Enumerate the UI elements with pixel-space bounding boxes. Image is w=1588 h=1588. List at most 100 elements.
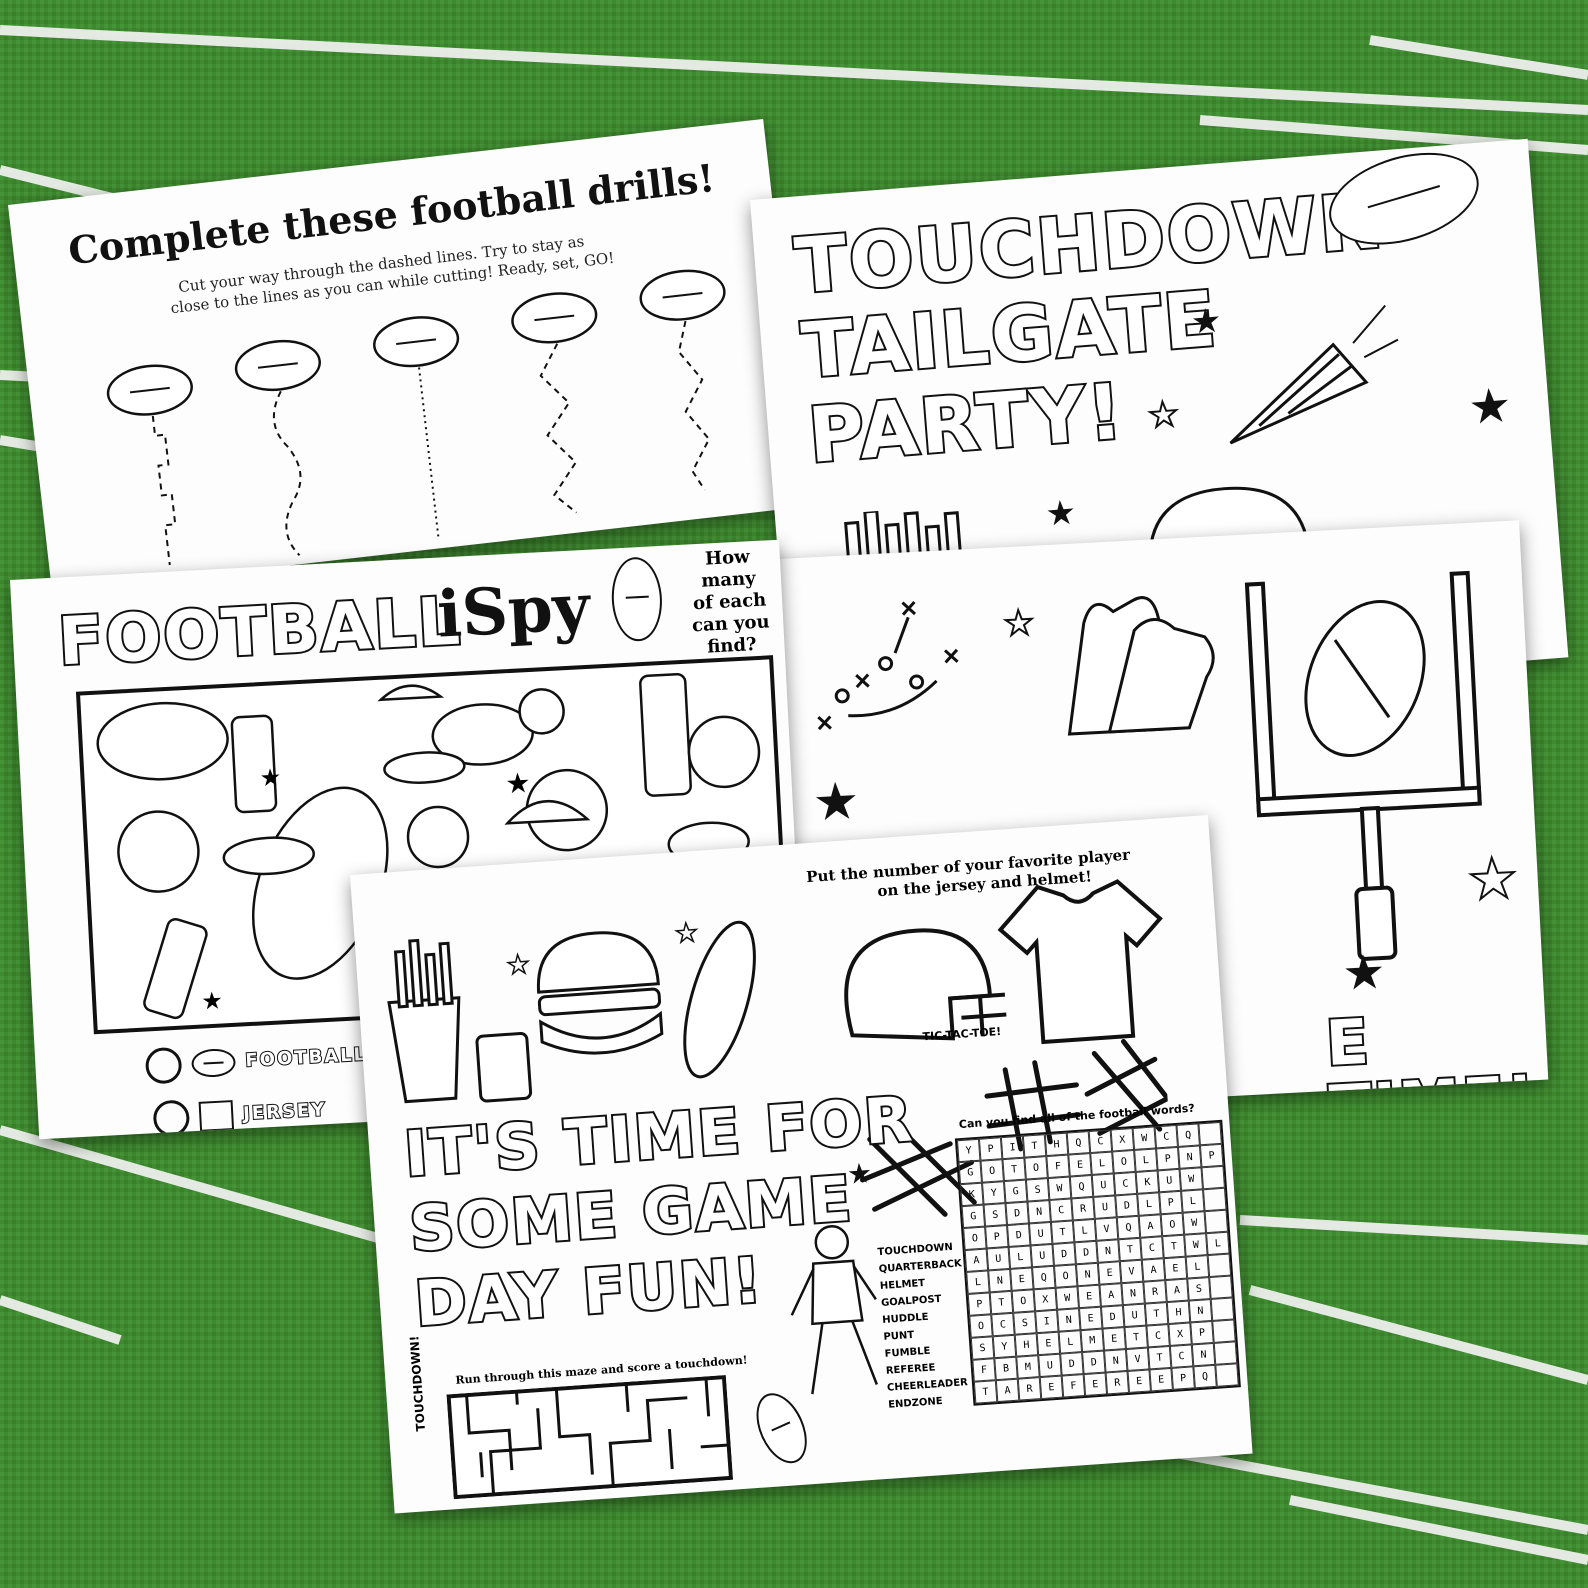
wordsearch-cell[interactable] xyxy=(1215,1363,1239,1387)
wordsearch-cell[interactable] xyxy=(1209,1275,1233,1299)
wordsearch-cell[interactable]: P xyxy=(1156,1146,1180,1171)
wordsearch-cell[interactable]: U xyxy=(986,1246,1011,1271)
wordsearch-cell[interactable]: O xyxy=(980,1159,1004,1183)
wordsearch-cell[interactable]: C xyxy=(1169,1344,1194,1368)
wordsearch-cell[interactable]: M xyxy=(1080,1328,1105,1353)
wordsearch-cell[interactable]: A xyxy=(995,1378,1020,1403)
wordsearch-cell[interactable]: T xyxy=(1118,1237,1142,1262)
wordsearch-cell[interactable]: W xyxy=(1182,1211,1207,1235)
checkbox-circle[interactable] xyxy=(144,1046,183,1085)
wordsearch-cell[interactable]: L xyxy=(966,1270,990,1294)
wordsearch-cell[interactable]: E xyxy=(1149,1367,1173,1392)
wordsearch-cell[interactable]: N xyxy=(1057,1308,1081,1332)
wordsearch-cell[interactable]: U xyxy=(1038,1353,1062,1378)
wordsearch-cell[interactable]: O xyxy=(969,1314,993,1338)
wordsearch-cell[interactable]: L xyxy=(1206,1231,1230,1256)
wordsearch-cell[interactable]: E xyxy=(1039,1375,1064,1400)
wordsearch-cell[interactable]: T xyxy=(973,1380,998,1404)
wordsearch-cell[interactable]: C xyxy=(1088,1129,1113,1154)
wordsearch-cell[interactable]: L xyxy=(1134,1148,1158,1172)
wordsearch-cell[interactable]: F xyxy=(1061,1374,1086,1398)
wordsearch-cell[interactable]: P xyxy=(967,1292,992,1316)
wordsearch-cell[interactable]: E xyxy=(1102,1327,1126,1351)
wordsearch-cell[interactable]: U xyxy=(1028,1221,1053,1246)
wordsearch-cell[interactable]: E xyxy=(1127,1369,1151,1393)
wordsearch-cell[interactable]: N xyxy=(1188,1298,1213,1323)
wordsearch-cell[interactable]: C xyxy=(1154,1124,1178,1149)
wordsearch-cell[interactable]: I xyxy=(1035,1309,1059,1334)
wordsearch-cell[interactable]: Q xyxy=(1069,1174,1094,1199)
wordsearch-cell[interactable]: V xyxy=(1125,1347,1150,1371)
wordsearch-cell[interactable]: A xyxy=(1099,1283,1123,1307)
wordsearch-cell[interactable]: A xyxy=(964,1248,989,1272)
wordsearch-cell[interactable]: C xyxy=(1146,1324,1170,1348)
wordsearch-cell[interactable] xyxy=(1198,1121,1222,1146)
wordsearch-cell[interactable]: L xyxy=(1008,1245,1033,1269)
wordsearch-cell[interactable]: A xyxy=(1165,1278,1189,1303)
wordsearch-cell[interactable]: O xyxy=(1053,1264,1078,1288)
wordsearch-cell[interactable]: Y xyxy=(992,1334,1017,1359)
wordsearch-cell[interactable]: X xyxy=(1168,1322,1192,1346)
wordsearch-cell[interactable]: L xyxy=(1058,1330,1083,1354)
wordsearch-cell[interactable]: C xyxy=(991,1312,1015,1337)
wordsearch-cell[interactable]: Q xyxy=(1193,1364,1217,1389)
wordsearch-cell[interactable]: H xyxy=(1014,1333,1039,1357)
wordsearch-cell[interactable]: D xyxy=(1060,1352,1084,1376)
wordsearch-cell[interactable]: T xyxy=(1144,1302,1169,1326)
wordsearch-cell[interactable]: W xyxy=(1184,1233,1208,1257)
wordsearch-cell[interactable]: U xyxy=(1030,1243,1054,1268)
wordsearch-cell[interactable]: G xyxy=(1003,1179,1028,1204)
wordsearch-cell[interactable]: C xyxy=(1049,1198,1073,1222)
wordsearch-cell[interactable]: W xyxy=(1179,1167,1203,1191)
wordsearch-cell[interactable]: N xyxy=(1191,1342,1216,1367)
wordsearch-cell[interactable]: E xyxy=(1036,1331,1061,1356)
wordsearch-cell[interactable]: N xyxy=(1177,1145,1202,1169)
wordsearch-cell[interactable]: D xyxy=(1115,1193,1139,1218)
wordsearch-cell[interactable]: E xyxy=(1068,1153,1092,1177)
wordsearch-cell[interactable]: H xyxy=(1044,1132,1069,1157)
wordsearch-cell[interactable]: B xyxy=(994,1356,1018,1381)
wordsearch-cell[interactable]: Q xyxy=(1176,1123,1200,1147)
wordsearch-cell[interactable]: A xyxy=(1138,1214,1163,1238)
wordsearch-cell[interactable]: L xyxy=(1090,1151,1114,1175)
wordsearch-cell[interactable]: R xyxy=(1105,1370,1130,1395)
wordsearch-cell[interactable]: L xyxy=(1185,1255,1210,1279)
wordsearch-cell[interactable]: V xyxy=(1119,1259,1144,1284)
wordsearch-cell[interactable]: D xyxy=(1074,1240,1098,1265)
wordsearch-cell[interactable] xyxy=(1202,1187,1227,1212)
wordsearch-cell[interactable]: K xyxy=(1135,1170,1160,1194)
wordsearch-cell[interactable]: G xyxy=(961,1204,986,1229)
wordsearch-cell[interactable]: P xyxy=(1190,1320,1214,1345)
wordsearch-cell[interactable]: W xyxy=(1047,1176,1072,1201)
wordsearch-cell[interactable]: C xyxy=(1140,1236,1164,1260)
wordsearch-cell[interactable]: S xyxy=(1013,1311,1037,1335)
wordsearch-cell[interactable]: D xyxy=(1007,1223,1031,1247)
wordsearch-cell[interactable]: T xyxy=(1162,1234,1186,1259)
wordsearch-cell[interactable] xyxy=(1207,1253,1232,1278)
wordsearch-cell[interactable]: N xyxy=(1104,1349,1128,1373)
wordsearch-cell[interactable]: G xyxy=(958,1160,983,1185)
wordsearch-cell[interactable]: L xyxy=(1072,1218,1097,1243)
wordsearch-cell[interactable]: R xyxy=(1017,1377,1042,1401)
wordsearch-cell[interactable]: H xyxy=(1166,1300,1191,1325)
wordsearch-cell[interactable]: E xyxy=(1163,1256,1188,1281)
wordsearch-cell[interactable] xyxy=(1213,1341,1238,1365)
wordsearch-cell[interactable]: S xyxy=(970,1336,995,1360)
wordsearch-cell[interactable]: T xyxy=(1022,1134,1047,1158)
wordsearch-cell[interactable]: K xyxy=(960,1182,984,1207)
wordsearch-cell[interactable]: E xyxy=(1077,1284,1101,1309)
wordsearch-cell[interactable]: U xyxy=(1157,1168,1182,1193)
wordsearch-cell[interactable]: T xyxy=(1002,1157,1026,1182)
wordsearch-cell[interactable]: P xyxy=(978,1137,1003,1161)
wordsearch-cell[interactable]: C xyxy=(1113,1171,1138,1196)
wordsearch-cell[interactable]: F xyxy=(1046,1154,1070,1179)
wordsearch-cell[interactable]: W xyxy=(1055,1286,1079,1310)
wordsearch-cell[interactable]: E xyxy=(1010,1267,1034,1291)
wordsearch-cell[interactable] xyxy=(1212,1319,1236,1343)
wordsearch-cell[interactable]: P xyxy=(1199,1143,1224,1168)
wordsearch-cell[interactable]: N xyxy=(1075,1262,1100,1287)
wordsearch-cell[interactable]: V xyxy=(1094,1217,1119,1241)
wordsearch-cell[interactable]: N xyxy=(1121,1281,1145,1306)
wordsearch-cell[interactable]: S xyxy=(1025,1178,1050,1202)
